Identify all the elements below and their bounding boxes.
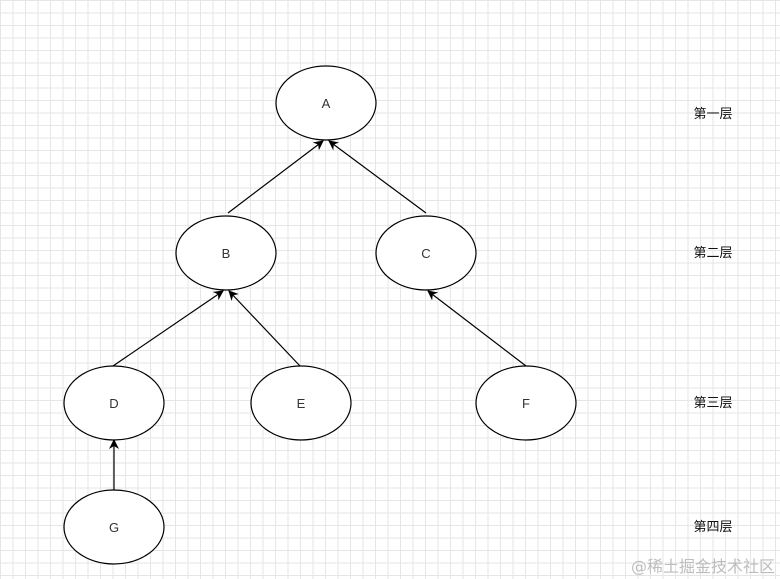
node-c-label: C [421,246,430,261]
node-f-label: F [522,396,530,411]
level-2-label: 第二层 [693,246,732,261]
edge-f-to-c [427,290,527,367]
edge-b-to-a [227,140,324,214]
node-a-shape [275,65,377,141]
node-g-label: G [109,520,119,535]
node-g[interactable]: G [63,489,165,565]
watermark: @稀土掘金技术社区 [631,557,775,576]
node-f-shape [475,365,577,441]
node-b-shape [175,215,277,291]
level-1-label: 第一层 [693,107,732,122]
node-a-label: A [322,96,331,111]
level-3-label: 第三层 [693,396,732,411]
node-e[interactable]: E [250,365,352,441]
node-d-shape [63,365,165,441]
edges [109,140,527,490]
node-g-shape [63,489,165,565]
node-a[interactable]: A [275,65,377,141]
node-e-shape [250,365,352,441]
node-c-shape [375,215,477,291]
edge-e-to-b [228,290,301,367]
edge-d-to-b [112,290,224,367]
level-4-label: 第四层 [693,520,732,535]
node-c[interactable]: C [375,215,477,291]
node-d[interactable]: D [63,365,165,441]
edge-c-to-a [328,140,427,214]
node-b-label: B [222,246,231,261]
node-d-label: D [109,396,118,411]
node-b[interactable]: B [175,215,277,291]
node-f[interactable]: F [475,365,577,441]
node-e-label: E [297,396,306,411]
